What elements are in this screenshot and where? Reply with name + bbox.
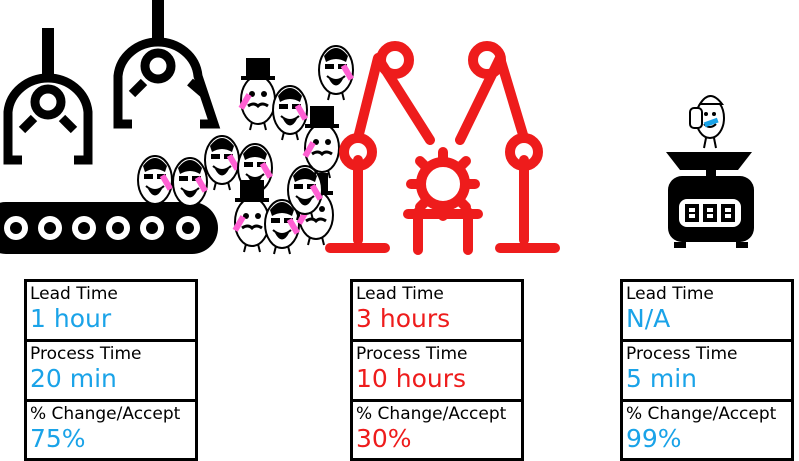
lead-time-value: 3 hours xyxy=(356,304,451,333)
claw-left-icon xyxy=(3,28,93,165)
process-time-label: Process Time xyxy=(30,344,142,364)
conveyor-belt-icon xyxy=(0,202,218,254)
lead-time-cell: Lead Time 3 hours xyxy=(353,282,521,342)
metrics-box-scale: Lead Time N/A Process Time 5 min % Chang… xyxy=(620,279,794,461)
metrics-box-conveyor: Lead Time 1 hour Process Time 20 min % C… xyxy=(24,279,198,461)
change-accept-value: 75% xyxy=(30,424,86,453)
change-accept-value: 30% xyxy=(356,424,412,453)
process-time-cell: Process Time 5 min xyxy=(623,342,791,402)
change-accept-value: 99% xyxy=(626,424,682,453)
metrics-box-robot: Lead Time 3 hours Process Time 10 hours … xyxy=(350,279,524,461)
lead-time-label: Lead Time xyxy=(30,284,118,304)
lead-time-label: Lead Time xyxy=(626,284,714,304)
process-time-label: Process Time xyxy=(356,344,468,364)
scale-icon xyxy=(666,152,754,248)
change-accept-label: % Change/Accept xyxy=(626,404,777,424)
process-time-label: Process Time xyxy=(626,344,738,364)
factory-scene xyxy=(0,0,754,255)
scale-bean xyxy=(689,95,725,149)
process-time-value: 10 hours xyxy=(356,364,467,393)
process-time-cell: Process Time 20 min xyxy=(27,342,195,402)
robot-arm-icon xyxy=(325,41,560,255)
change-accept-label: % Change/Accept xyxy=(356,404,507,424)
lead-time-cell: Lead Time N/A xyxy=(623,282,791,342)
change-accept-cell: % Change/Accept 75% xyxy=(27,402,195,458)
lead-time-value: N/A xyxy=(626,304,671,333)
lead-time-label: Lead Time xyxy=(356,284,444,304)
process-time-value: 5 min xyxy=(626,364,697,393)
lead-time-cell: Lead Time 1 hour xyxy=(27,282,195,342)
lead-time-value: 1 hour xyxy=(30,304,112,333)
change-accept-label: % Change/Accept xyxy=(30,404,181,424)
process-time-value: 20 min xyxy=(30,364,117,393)
claw-right-icon xyxy=(113,0,221,129)
process-time-cell: Process Time 10 hours xyxy=(353,342,521,402)
change-accept-cell: % Change/Accept 30% xyxy=(353,402,521,458)
change-accept-cell: % Change/Accept 99% xyxy=(623,402,791,458)
